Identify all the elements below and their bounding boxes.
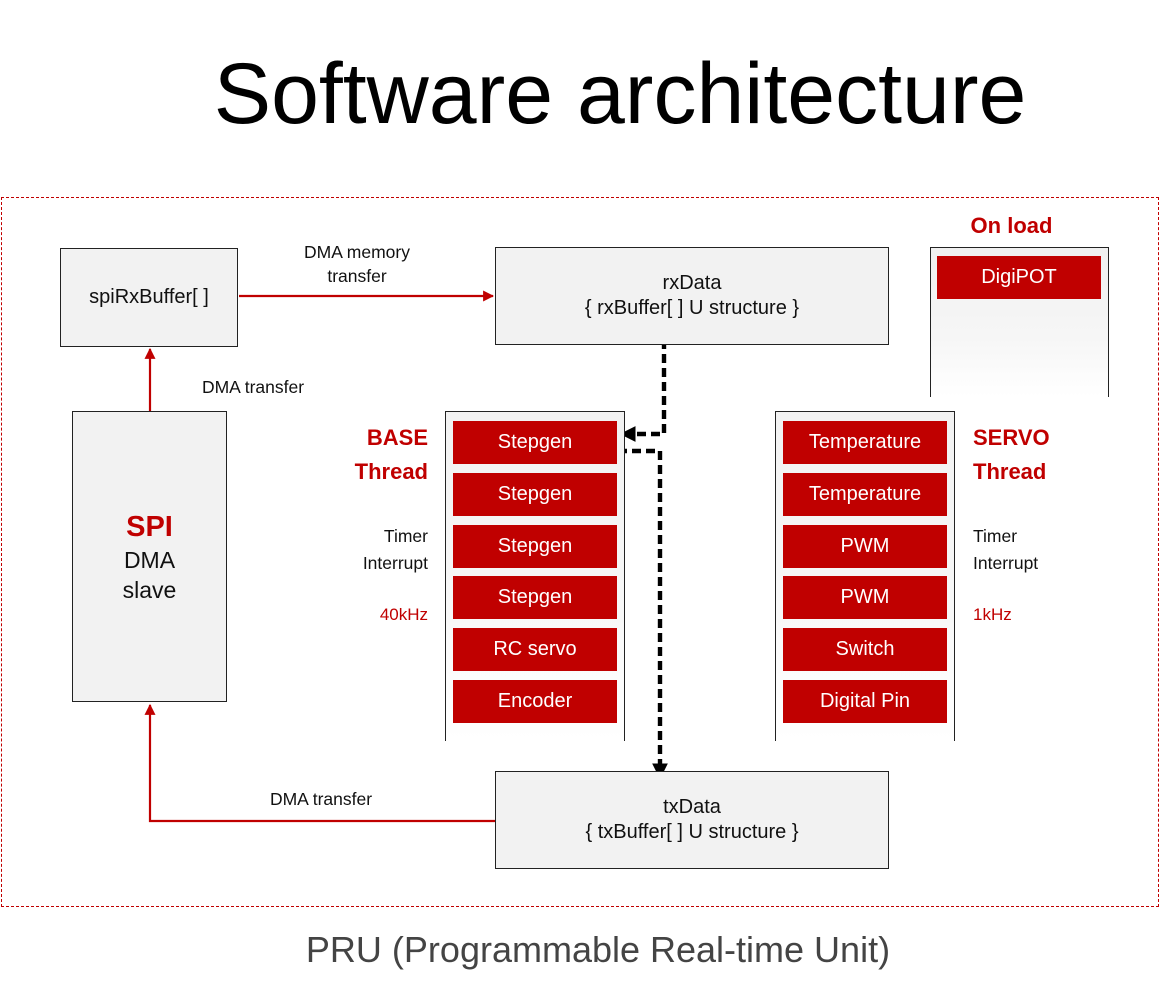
tx-data-name: txData xyxy=(663,796,721,818)
servo-thread-module-6: Digital Pin xyxy=(783,680,947,723)
base-thread-module-6: Encoder xyxy=(453,680,617,723)
base-thread-module-4: Stepgen xyxy=(453,576,617,620)
base-thread-name-2: Thread xyxy=(354,459,428,484)
servo-frequency: 1kHz xyxy=(973,605,1012,624)
base-thread-module-3: Stepgen xyxy=(453,524,617,568)
servo-thread-module-5: Switch xyxy=(783,628,947,672)
stepgen-to-txdata-arrow xyxy=(618,448,668,780)
pru-footer-label: PRU (Programmable Real-time Unit) xyxy=(305,929,891,970)
page-title: Software architecture xyxy=(213,46,1027,142)
tx-data-box: txData { txBuffer[ ] U structure } xyxy=(495,771,889,869)
servo-timer-line1: Timer xyxy=(973,526,1018,546)
servo-thread-module-3: PWM xyxy=(783,524,947,568)
dma-memory-transfer-line1: DMA memory xyxy=(304,242,410,262)
base-timer-line2: Interrupt xyxy=(362,553,428,573)
base-frequency: 40kHz xyxy=(379,605,428,624)
rxdata-to-stepgen-arrow xyxy=(619,340,667,442)
servo-thread-label: SERVO Thread xyxy=(973,421,1113,489)
servo-thread-module-4: PWM xyxy=(783,576,947,620)
base-thread-module-2: Stepgen xyxy=(453,472,617,516)
servo-timer-label: Timer Interrupt xyxy=(973,523,1093,577)
dma-memory-transfer-line2: transfer xyxy=(327,266,387,286)
spi-mode: DMA xyxy=(123,546,176,573)
rx-data-box: rxData { rxBuffer[ ] U structure } xyxy=(495,247,889,345)
dma-memory-transfer-label: DMA memory transfer xyxy=(262,240,452,288)
base-thread-module-5: RC servo xyxy=(453,628,617,672)
tx-data-structure: { txBuffer[ ] U structure } xyxy=(585,821,799,843)
base-timer-label: Timer Interrupt xyxy=(320,523,428,577)
servo-thread-name-2: Thread xyxy=(973,459,1047,484)
servo-thread-module-2: Temperature xyxy=(783,472,947,516)
dma-transfer-back-label: DMA transfer xyxy=(269,789,373,809)
servo-thread-name-1: SERVO xyxy=(973,425,1050,450)
base-thread-module-1: Stepgen xyxy=(453,421,617,464)
rx-data-structure: { rxBuffer[ ] U structure } xyxy=(584,297,800,319)
pru-boundary xyxy=(1,197,1159,907)
spi-rx-buffer-label: spiRxBuffer[ ] xyxy=(89,286,209,308)
on-load-title: On load xyxy=(970,213,1053,238)
spi-role: slave xyxy=(122,576,177,603)
base-thread-name-1: BASE xyxy=(366,425,428,450)
dma-transfer-back-arrow xyxy=(144,703,496,823)
base-thread-label: BASE Thread xyxy=(316,421,428,489)
base-timer-line1: Timer xyxy=(383,526,428,546)
spi-dma-slave-box: SPI DMA slave xyxy=(72,411,227,702)
spi-rx-buffer-box: spiRxBuffer[ ] xyxy=(60,248,238,347)
dma-transfer-up-label: DMA transfer xyxy=(201,377,305,397)
servo-thread-module-1: Temperature xyxy=(783,421,947,464)
on-load-module-1: DigiPOT xyxy=(937,256,1101,299)
servo-timer-line2: Interrupt xyxy=(973,553,1039,573)
spi-title: SPI xyxy=(126,510,173,543)
rx-data-name: rxData xyxy=(662,272,722,294)
